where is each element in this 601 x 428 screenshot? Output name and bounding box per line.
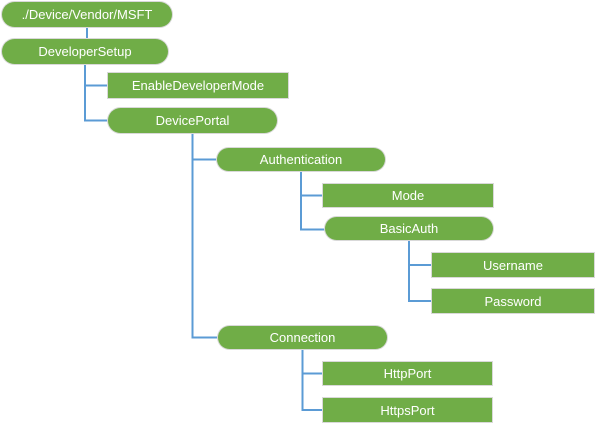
- node-httpsport: HttpsPort: [323, 398, 492, 422]
- node-authentication: Authentication: [217, 148, 385, 171]
- connector: [300, 171, 323, 197]
- node-password: Password: [432, 289, 594, 313]
- node-basicauth: BasicAuth: [325, 217, 493, 240]
- connector: [408, 240, 432, 266]
- node-developersetup: DeveloperSetup: [2, 39, 168, 64]
- connector: [408, 240, 432, 302]
- connector: [301, 349, 323, 411]
- node-device-vendor-msft: ./Device/Vendor/MSFT: [2, 2, 172, 27]
- node-deviceportal: DevicePortal: [108, 108, 277, 133]
- connector: [191, 133, 218, 339]
- connector: [300, 171, 325, 231]
- node-username: Username: [432, 253, 594, 277]
- node-connection: Connection: [218, 326, 387, 349]
- node-enabledevelopermode: EnableDeveloperMode: [108, 73, 288, 98]
- connector: [301, 349, 323, 375]
- node-mode: Mode: [323, 184, 493, 207]
- connector: [84, 64, 108, 122]
- node-httpport: HttpPort: [323, 362, 492, 385]
- connector: [84, 64, 108, 87]
- connector: [191, 133, 217, 161]
